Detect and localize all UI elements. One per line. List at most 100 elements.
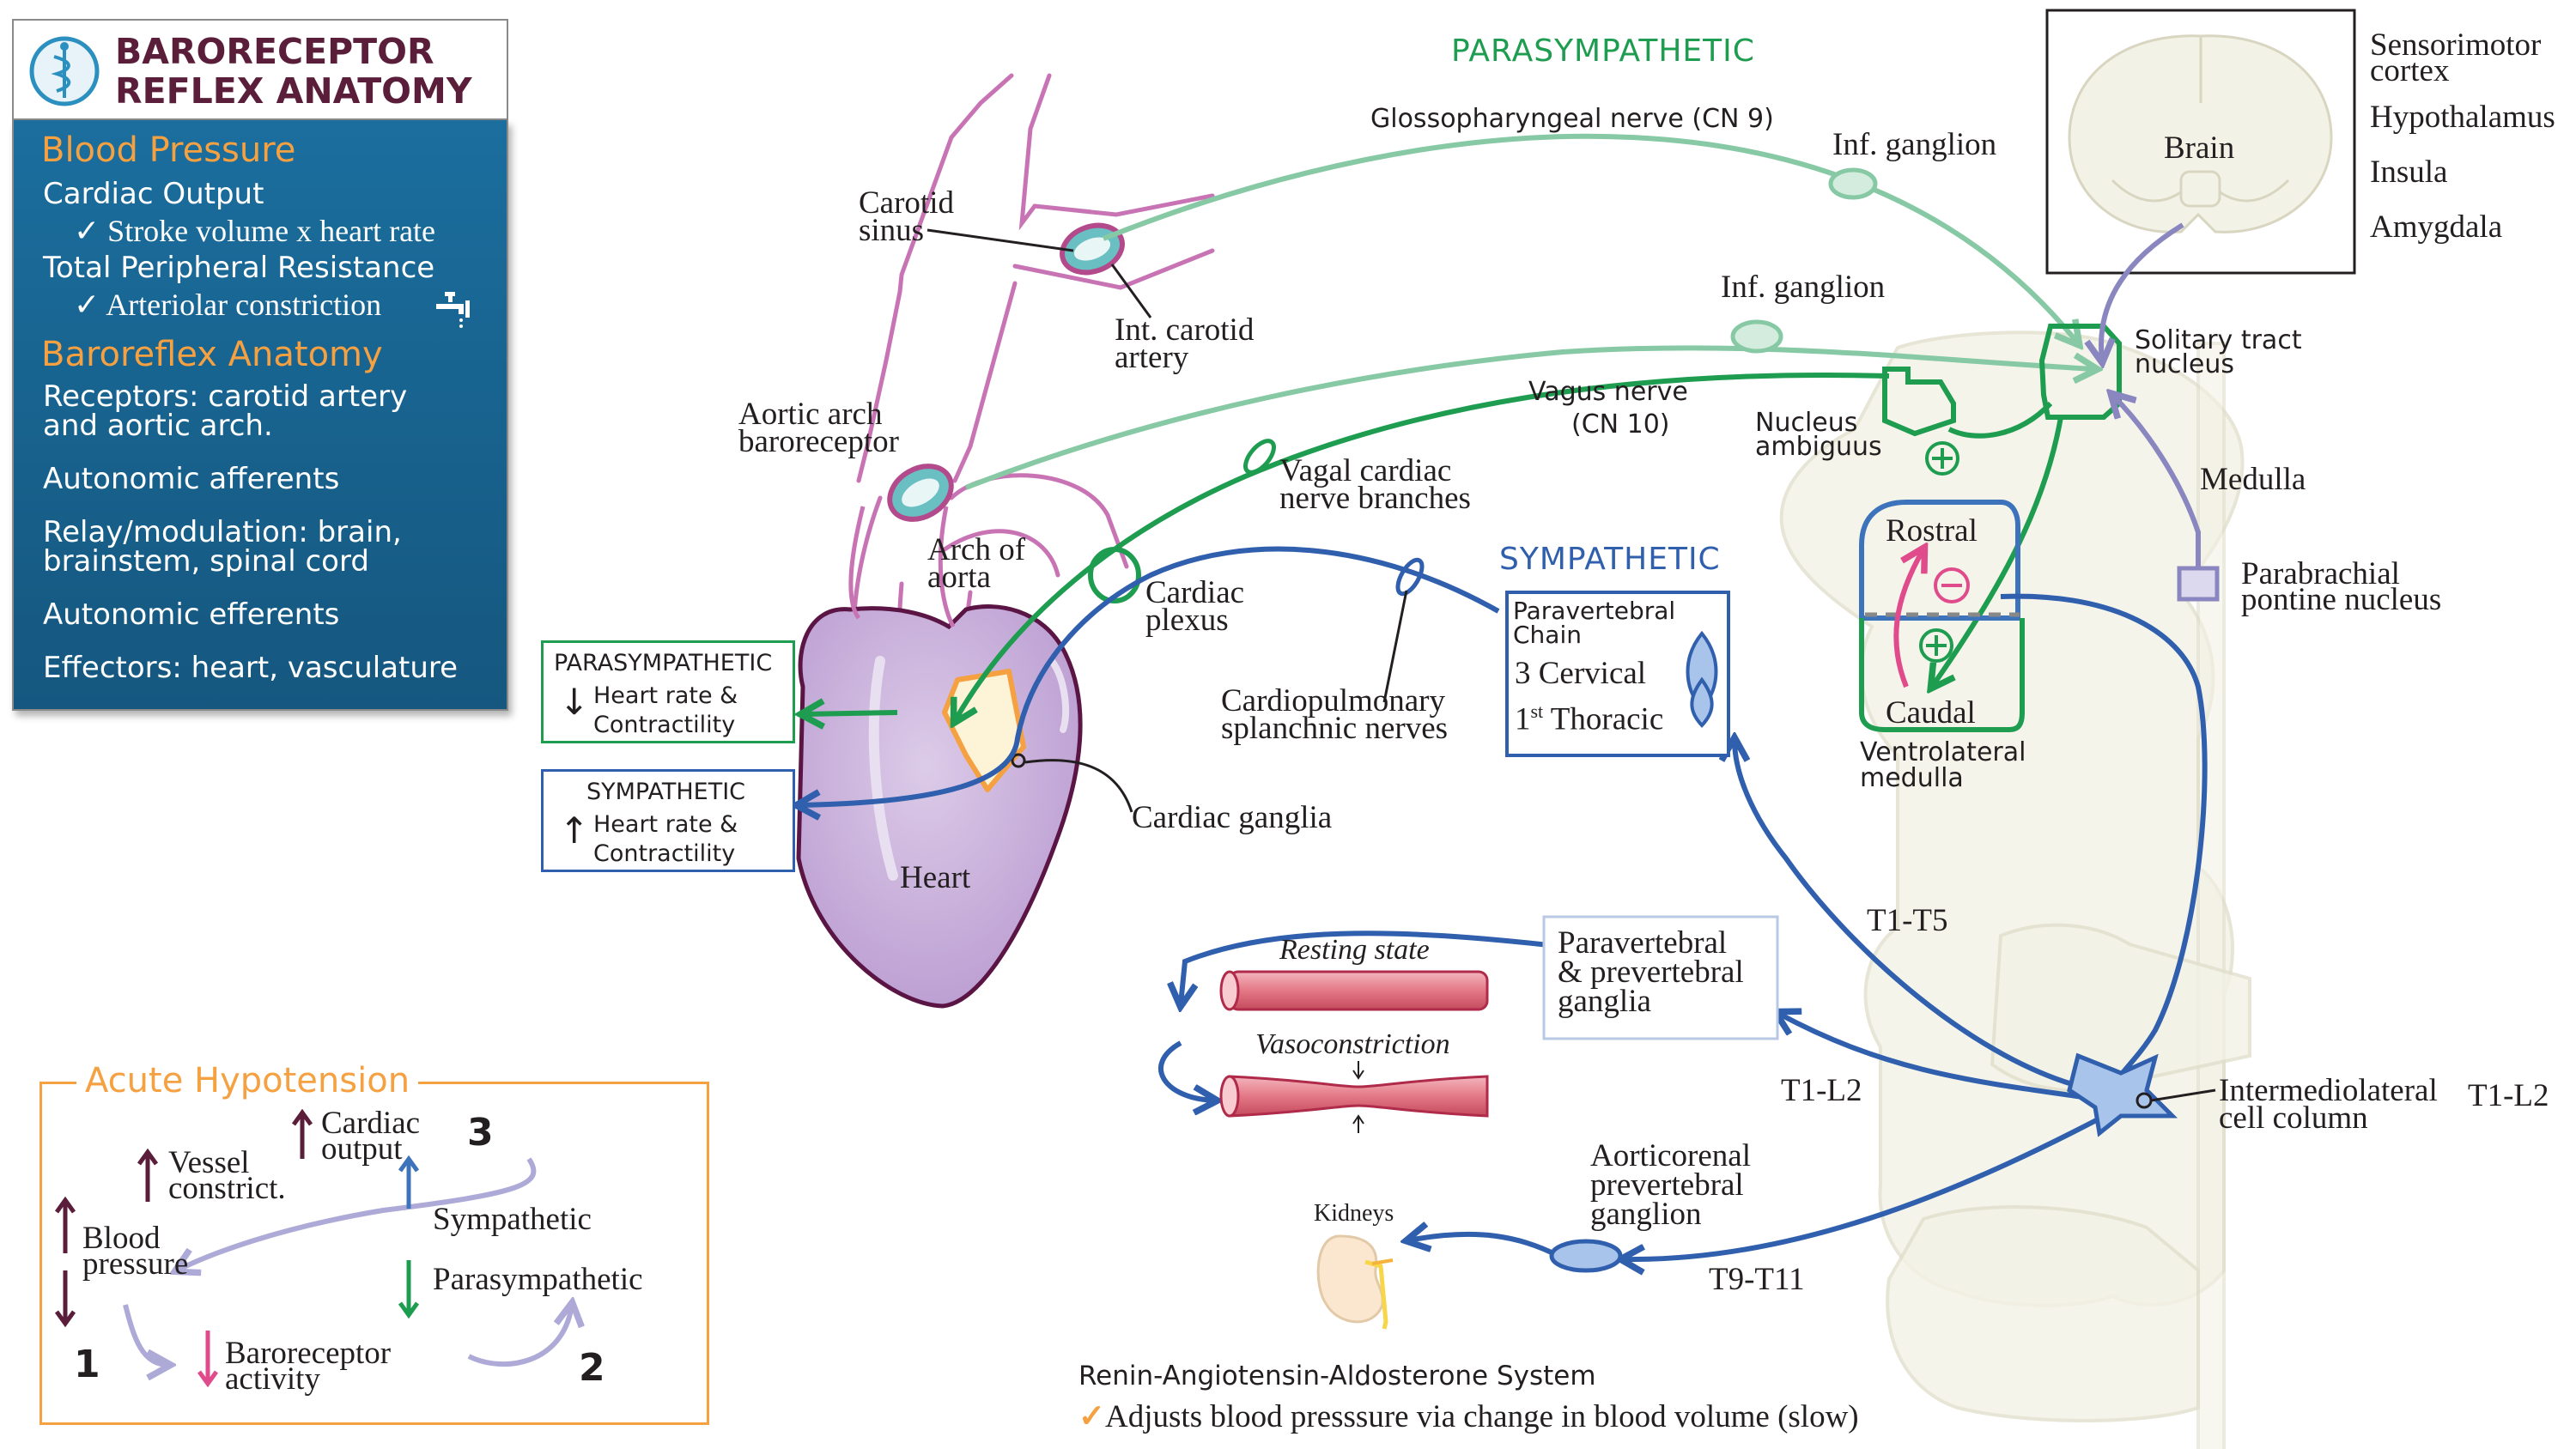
para-effect-line2: Contractility bbox=[593, 712, 736, 738]
brain-coronal-section bbox=[2068, 34, 2333, 233]
brainstem-spinal-cord bbox=[1779, 330, 2251, 1449]
insula-label: Insula bbox=[2370, 155, 2448, 190]
sensorimotor-label-1: Sensorimotor bbox=[2370, 27, 2542, 63]
inf-ganglion-label-1: Inf. ganglion bbox=[1832, 127, 1997, 162]
baroreflex-heading: Baroreflex Anatomy bbox=[41, 335, 383, 374]
hypotension-arrows bbox=[54, 1108, 709, 1388]
intermediolateral-cell-column bbox=[2067, 1052, 2178, 1137]
carotid-sinus-label-1: Carotid bbox=[859, 185, 954, 221]
paravertebral-chain-label-2: Chain bbox=[1513, 621, 1582, 649]
carotid-artery bbox=[856, 73, 1215, 483]
aorticorenal-ganglion bbox=[1549, 1239, 1623, 1273]
brain-label: Brain bbox=[2164, 130, 2235, 166]
ventrolateral-medulla-box bbox=[1859, 500, 2025, 732]
paraprevert-box bbox=[1542, 915, 1779, 1040]
sympathetic-header: SYMPATHETIC bbox=[1499, 542, 1721, 577]
solitary-label-1: Solitary tract bbox=[2135, 325, 2302, 355]
solitary-tract-nucleus bbox=[2038, 324, 2122, 420]
hypo-step-1: 1 bbox=[74, 1343, 100, 1386]
vagus-inferior-ganglion bbox=[1730, 319, 1783, 354]
nucleus-ambiguus-label-1: Nucleus bbox=[1755, 408, 1858, 438]
caudal-label: Caudal bbox=[1886, 695, 1976, 731]
parabrachial-box bbox=[2177, 566, 2220, 602]
glossopharyngeal-label: Glossopharyngeal nerve (CN 9) bbox=[1370, 104, 1774, 134]
vagus-label-2: (CN 10) bbox=[1571, 409, 1670, 440]
cardiac-plexus-label-1: Cardiac bbox=[1145, 575, 1245, 610]
caduceus-icon bbox=[29, 36, 100, 106]
t1-t5-label: T1-T5 bbox=[1867, 903, 1948, 938]
aortic-arch-receptor bbox=[887, 464, 954, 522]
t9-t11-label: T9-T11 bbox=[1709, 1262, 1805, 1297]
hypothalamus-label: Hypothalamus bbox=[2370, 100, 2555, 135]
medulla-label: Medulla bbox=[2200, 462, 2306, 497]
symp-effect-header: SYMPATHETIC bbox=[586, 779, 746, 805]
paraprevert-label-1: Paravertebral bbox=[1558, 925, 1728, 961]
hypo-baroreceptor-2: activity bbox=[225, 1361, 320, 1397]
paraprevert-label-3: ganglia bbox=[1558, 984, 1651, 1019]
receptors-line1: Receptors: carotid artery bbox=[43, 379, 408, 414]
hypo-cardiac-output-2: output bbox=[321, 1131, 403, 1167]
afferents-text: Autonomic afferents bbox=[43, 462, 340, 496]
ventrolateral-label-2: medulla bbox=[1860, 763, 1964, 793]
kidneys-label: Kidneys bbox=[1314, 1200, 1394, 1227]
carotid-sinus-label-2: sinus bbox=[859, 213, 925, 248]
hypo-vessel-2: constrict. bbox=[168, 1171, 286, 1206]
sensorimotor-label-2: cortex bbox=[2370, 53, 2450, 88]
arch-of-aorta-label-1: Arch of bbox=[927, 532, 1026, 567]
t1-l2-right-label: T1-L2 bbox=[2468, 1078, 2549, 1113]
vagal-branches-label-2: nerve branches bbox=[1279, 481, 1471, 516]
arch-of-aorta-label-2: aorta bbox=[927, 560, 991, 595]
cardiac-output-text: Cardiac Output bbox=[43, 177, 264, 211]
parasympathetic-effect-box: PARASYMPATHETIC ↓ Heart rate & Contracti… bbox=[541, 640, 795, 743]
cardiopulmonary-label-2: splanchnic nerves bbox=[1221, 711, 1449, 746]
check-icon: ✓ bbox=[1078, 1399, 1106, 1434]
intermediolateral-label-1: Intermediolateral bbox=[2219, 1073, 2438, 1108]
t1-l2-left-label: T1-L2 bbox=[1781, 1073, 1862, 1108]
faucet-icon bbox=[436, 292, 470, 328]
hypo-baroreceptor-1: Baroreceptor bbox=[225, 1336, 392, 1371]
thoracic-label: 1st Thoracic bbox=[1515, 700, 1664, 737]
amygdala-label: Amygdala bbox=[2370, 209, 2503, 245]
solitary-label-2: nucleus bbox=[2135, 349, 2234, 379]
hypo-sympathetic: Sympathetic bbox=[433, 1202, 592, 1237]
hypo-blood-1: Blood bbox=[82, 1221, 161, 1256]
vessel-constricted bbox=[1219, 1061, 1489, 1133]
vessel-resting bbox=[1219, 970, 1489, 1011]
arrow-down-icon: ↓ bbox=[559, 681, 590, 723]
tpr-text: Total Peripheral Resistance bbox=[43, 251, 435, 285]
symp-effect-line1: Heart rate & bbox=[593, 811, 738, 838]
stroke-volume-text: ✓ Stroke volume x heart rate bbox=[74, 214, 436, 248]
raas-note: ✓Adjusts blood presssure via change in b… bbox=[1078, 1399, 1859, 1434]
arteriolar-text: ✓ Arteriolar constriction bbox=[74, 288, 382, 322]
panel-title-box: BARORECEPTOR REFLEX ANATOMY bbox=[12, 19, 508, 120]
acute-hypotension-box: Acute Hypotension bbox=[39, 1064, 709, 1425]
blood-pressure-heading: Blood Pressure bbox=[41, 130, 296, 170]
hypotension-title: Acute Hypotension bbox=[76, 1064, 419, 1098]
para-effect-line1: Heart rate & bbox=[593, 682, 738, 709]
hypo-cardiac-output-1: Cardiac bbox=[321, 1106, 421, 1141]
sympathetic-effect-box: SYMPATHETIC ↑ Heart rate & Contractility bbox=[541, 769, 795, 872]
int-carotid-label-2: artery bbox=[1115, 340, 1189, 375]
aorticorenal-label-2: prevertebral bbox=[1590, 1167, 1744, 1203]
panel-title-line1: BARORECEPTOR bbox=[115, 31, 434, 72]
aorticorenal-label-1: Aorticorenal bbox=[1590, 1138, 1751, 1173]
intermediolateral-label-2: cell column bbox=[2219, 1100, 2368, 1136]
paravertebral-chain-label-1: Paravertebral bbox=[1513, 597, 1676, 625]
vagal-branches-label-1: Vagal cardiac bbox=[1279, 453, 1452, 488]
cervical-label: 3 Cervical bbox=[1515, 656, 1647, 691]
parabrachial-label-1: Parabrachial bbox=[2241, 556, 2400, 591]
plus-signs bbox=[1919, 441, 1959, 663]
panel-title-line2: REFLEX ANATOMY bbox=[115, 70, 472, 112]
paraprevert-label-2: & prevertebral bbox=[1558, 955, 1744, 990]
aortic-arch-baro-label-1: Aortic arch bbox=[738, 397, 883, 432]
vasoconstriction-label: Vasoconstriction bbox=[1255, 1028, 1450, 1060]
int-carotid-label-1: Int. carotid bbox=[1115, 312, 1255, 348]
cardiac-plexus-label-2: plexus bbox=[1145, 603, 1229, 638]
ventrolateral-label-1: Ventrolateral bbox=[1860, 737, 2026, 767]
hypo-step-3: 3 bbox=[467, 1111, 494, 1155]
kidney-illustration bbox=[1316, 1234, 1394, 1330]
relay-line2: brainstem, spinal cord bbox=[43, 544, 369, 579]
baroreflex-info-panel: Blood Pressure Cardiac Output ✓ Stroke v… bbox=[12, 120, 508, 711]
vagus-label-1: Vagus nerve bbox=[1528, 377, 1688, 407]
